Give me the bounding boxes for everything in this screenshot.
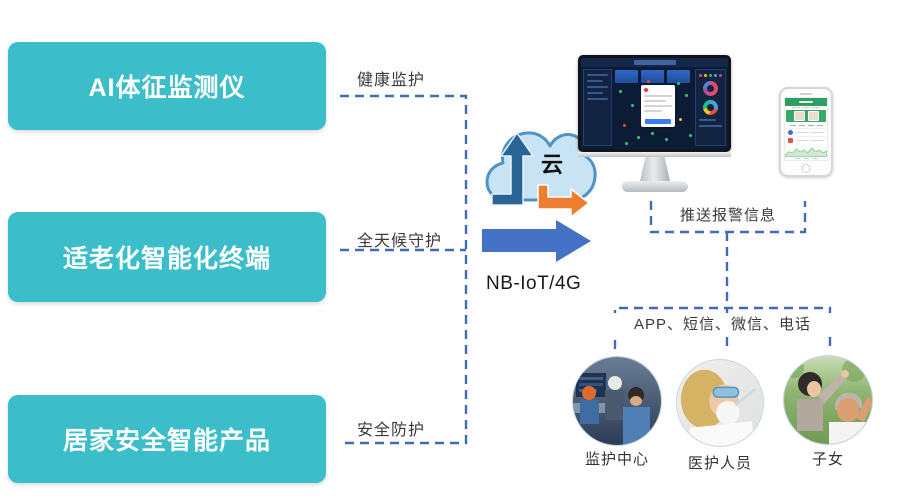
link-label-safety-protection: 安全防护 bbox=[357, 422, 426, 439]
monitor-stand-neck bbox=[640, 157, 670, 181]
channels-label: APP、短信、微信、电话 bbox=[612, 313, 833, 334]
app-alert-row bbox=[785, 136, 827, 144]
network-label: NB-IoT/4G bbox=[486, 273, 582, 294]
download-arrow-icon bbox=[537, 184, 590, 218]
link-label-allday-guarding: 全天候守护 bbox=[357, 233, 443, 250]
dashboard-donut-chart bbox=[703, 81, 718, 96]
app-trend-chart bbox=[785, 144, 827, 158]
dashboard-right-panel bbox=[695, 69, 726, 146]
product-label: 居家安全智能产品 bbox=[62, 427, 271, 455]
dashboard-pie-chart bbox=[703, 100, 718, 115]
dashboard-stat-cards bbox=[615, 70, 690, 83]
recipient-label-children: 子女 bbox=[811, 451, 844, 468]
phone-speaker bbox=[800, 93, 812, 95]
dashed-bus-left bbox=[340, 94, 468, 445]
recipient-label-monitoring-center: 监护中心 bbox=[584, 451, 649, 468]
link-label-health-monitoring: 健康监护 bbox=[357, 72, 426, 89]
app-list-row bbox=[785, 128, 827, 136]
dashboard-alert-popup bbox=[641, 85, 675, 127]
app-camera-card bbox=[786, 110, 826, 122]
alert-icon bbox=[644, 88, 648, 92]
product-label: 适老化智能化终端 bbox=[62, 245, 271, 273]
recipient-label-medical-staff: 医护人员 bbox=[687, 455, 752, 472]
photo-family-children bbox=[784, 356, 872, 444]
photo-medical-staff bbox=[677, 360, 763, 446]
phone-app-screen bbox=[784, 97, 828, 161]
monitor-chin bbox=[578, 152, 731, 157]
product-box-elderly-terminal: 适老化智能化终端 bbox=[8, 212, 326, 302]
product-box-home-safety: 居家安全智能产品 bbox=[8, 395, 326, 483]
smartphone bbox=[779, 87, 833, 177]
photo-monitoring-center bbox=[573, 357, 661, 445]
phone-home-button bbox=[801, 164, 811, 173]
upload-arrow-icon bbox=[491, 132, 534, 206]
product-box-ai-vitals-monitor: AI体征监测仪 bbox=[8, 42, 326, 130]
alert-confirm-button bbox=[645, 119, 671, 124]
app-tabs bbox=[785, 123, 827, 128]
nbiot-arrow bbox=[482, 220, 591, 262]
dashboard-screen bbox=[581, 58, 728, 149]
product-label: AI体征监测仪 bbox=[88, 74, 246, 102]
monitor-stand-base bbox=[622, 181, 688, 192]
cloud-label: 云 bbox=[541, 152, 563, 177]
dashboard-title-bar bbox=[634, 60, 676, 65]
push-alert-label: 推送报警信息 bbox=[679, 207, 776, 224]
app-header bbox=[785, 98, 827, 106]
monitor-screen bbox=[578, 55, 731, 152]
dashboard-left-panel bbox=[583, 69, 612, 146]
